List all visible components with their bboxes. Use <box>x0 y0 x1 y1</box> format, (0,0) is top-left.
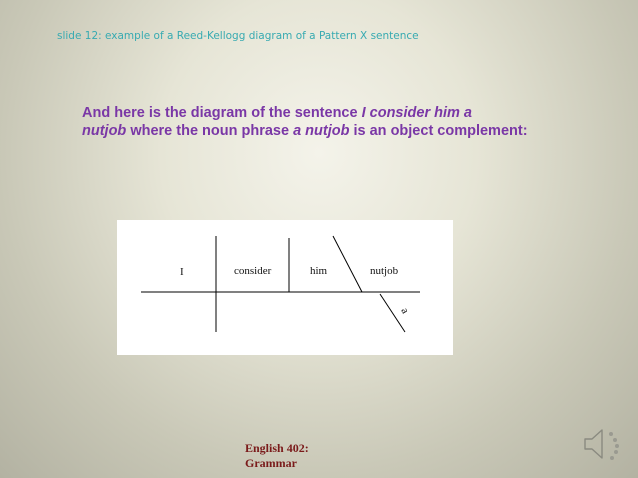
modifier-line <box>379 293 406 333</box>
footer-line-2: Grammar <box>245 456 297 470</box>
footer-line-1: English 402: <box>245 441 309 455</box>
subject-word: I <box>180 266 184 278</box>
object-word: him <box>310 265 328 277</box>
reed-kellogg-diagram: I consider him nutjob a <box>117 220 453 355</box>
modifier-word: a <box>398 306 411 316</box>
sentence-text-end: nutjob <box>82 123 127 139</box>
slide-label: slide 12: example of a Reed-Kellogg diag… <box>57 30 419 42</box>
object-complement-divider <box>332 235 363 293</box>
slide-body-text: And here is the diagram of the sentence … <box>82 104 542 140</box>
sentence-text: I consider him a <box>361 105 472 121</box>
body-text-part1: And here is the diagram of the sentence <box>82 105 362 121</box>
body-text-part3: is an object complement: <box>349 123 528 139</box>
noun-phrase-text: a nutjob <box>293 123 350 139</box>
diagram-svg: I consider him nutjob a <box>141 235 420 333</box>
verb-word: consider <box>234 265 272 277</box>
speaker-icon[interactable] <box>582 424 626 464</box>
complement-word: nutjob <box>370 265 399 277</box>
footer: English 402: Grammar <box>245 441 309 471</box>
body-text-part2: where the noun phrase <box>126 123 294 139</box>
